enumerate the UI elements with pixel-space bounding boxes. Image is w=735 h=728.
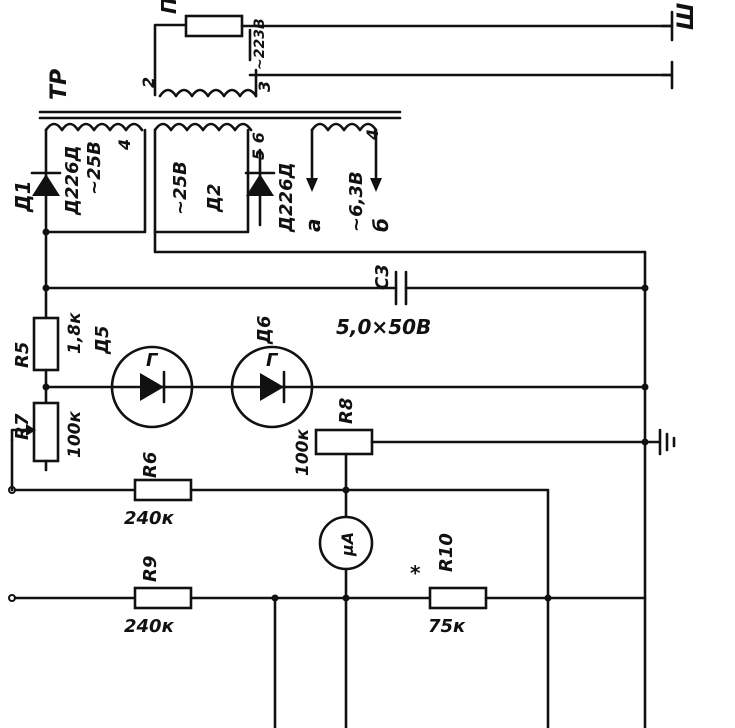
plug-pin-1 [660,10,674,42]
diode-d2-ref: Д2 [204,183,225,213]
wire-r7-wiper [10,428,32,442]
diode-d1-ref: Д1 [11,180,35,213]
zener-d6-mark: Г [266,350,279,371]
transformer-core [38,110,402,120]
junction-8 [271,594,279,602]
r8-ref: R8 [336,398,357,424]
r7-ref: R7 [12,413,33,440]
winding-2 [153,122,253,132]
zener-d5 [110,345,194,429]
winding-3-pin: 4 [363,129,382,141]
r9-row [8,586,647,728]
r5-ref: R5 [12,342,33,368]
rectifier [30,128,647,287]
ground-symbol [643,428,676,456]
r9-value: 240к [124,616,175,637]
wire-winding1-end [44,128,147,234]
output-a-arrow [306,178,318,192]
junction-9 [342,594,350,602]
winding-2-voltage: ~25В [170,161,191,215]
diode-d1-type: Д226Д [62,145,83,216]
transformer-ref: ТР [47,69,72,100]
output-b-label: б [369,218,393,232]
winding-3-voltage: ~6,3В [346,171,367,232]
wire-winding2-end [153,128,250,234]
primary-winding [158,88,258,98]
resistor-r7 [32,401,60,463]
zener-d6-triangle [260,373,284,401]
r8-section [314,428,676,520]
fuse [184,14,244,38]
zener-d5-ref: Д5 [92,325,113,355]
fuse-ref: Пр [157,0,181,14]
winding-1-voltage: ~25В [84,141,105,195]
primary-pin-right: 3 [255,81,274,92]
capacitor-ref: С3 [372,264,393,290]
junction-10 [544,594,552,602]
junction-1 [42,228,50,236]
r7-value: 100к [65,411,85,458]
mains-input [153,10,674,98]
winding-2-pins: 5 6 [249,132,268,160]
resistor-r10 [428,586,488,610]
output-b-arrow [370,178,382,192]
output-a-label: а [301,219,325,233]
r6-value: 240к [124,508,175,529]
secondary-windings [44,122,382,192]
labels: ТР Пр Ш 2 3 ~223В Д1 Д226Д ~25В 4 ~25В Д… [11,0,699,637]
r5-value: 1,8к [65,312,85,354]
winding-1-pin: 4 [115,139,134,151]
wire-primary-left [153,23,187,97]
diode-d2 [246,174,274,196]
resistor-r6 [133,478,193,502]
r10-ref: R10 [436,533,457,572]
resistor-r5 [32,316,60,372]
reference-divider [10,286,114,492]
junction-3 [641,284,649,292]
wire-ground-from-winding2 [153,128,647,254]
r6-ref: R6 [140,452,161,478]
diode-d2-type: Д226Д [276,162,297,233]
resistor-r8 [314,428,374,456]
junction-5 [641,383,649,391]
plug-pin-2 [660,60,674,90]
primary-voltage: ~223В [252,18,268,70]
winding-3 [310,122,378,132]
r8-value: 100к [293,429,313,476]
r10-mark: * [410,561,421,585]
r7-wiper-arrow [26,424,36,436]
capacitor-value: 5,0×50В [336,315,431,339]
diode-d1 [32,174,60,196]
r10-value: 75к [428,616,466,637]
plug-ref: Ш [674,3,699,30]
resistor-r9 [133,586,193,610]
winding-1 [44,122,144,132]
capacitor-c3 [394,270,408,306]
r9-ref: R9 [140,556,161,582]
primary-pin-left: 2 [139,77,158,88]
wire-r6-right [189,488,550,728]
meter-label: μA [338,532,357,557]
r6-row [8,478,550,728]
zener-d5-triangle [140,373,164,401]
zener-d5-mark: Г [146,350,159,371]
zener-d6-ref: Д6 [254,315,275,345]
power-rails [42,250,649,728]
